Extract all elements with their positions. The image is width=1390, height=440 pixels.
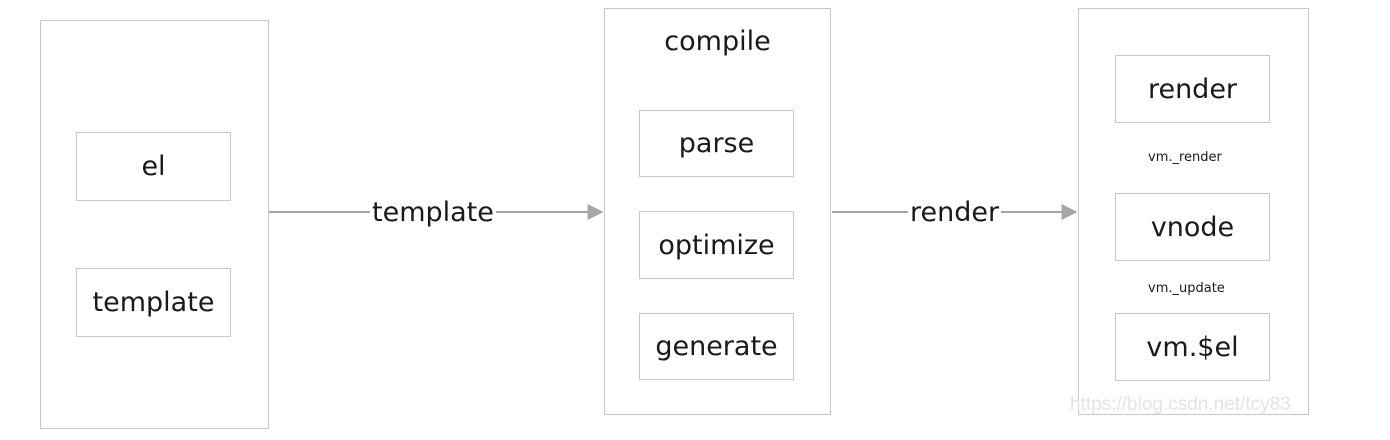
generate-box: generate — [639, 313, 794, 380]
render-box: render — [1115, 55, 1270, 123]
vm-update-label: vm._update — [1146, 281, 1227, 296]
optimize-box: optimize — [639, 211, 794, 279]
watermark-text: https://blog.csdn.net/tcy83 — [1070, 394, 1291, 415]
el-box: el — [76, 132, 231, 201]
source-panel — [40, 20, 269, 429]
render-arrow-label: render — [908, 197, 1002, 228]
template-box: template — [76, 268, 231, 337]
vm-render-label: vm._render — [1146, 150, 1224, 165]
parse-box: parse — [639, 110, 794, 177]
vnode-box: vnode — [1115, 193, 1270, 261]
vm-el-box: vm.$el — [1115, 313, 1270, 381]
compile-title: compile — [664, 26, 771, 57]
template-arrow-label: template — [370, 197, 496, 228]
